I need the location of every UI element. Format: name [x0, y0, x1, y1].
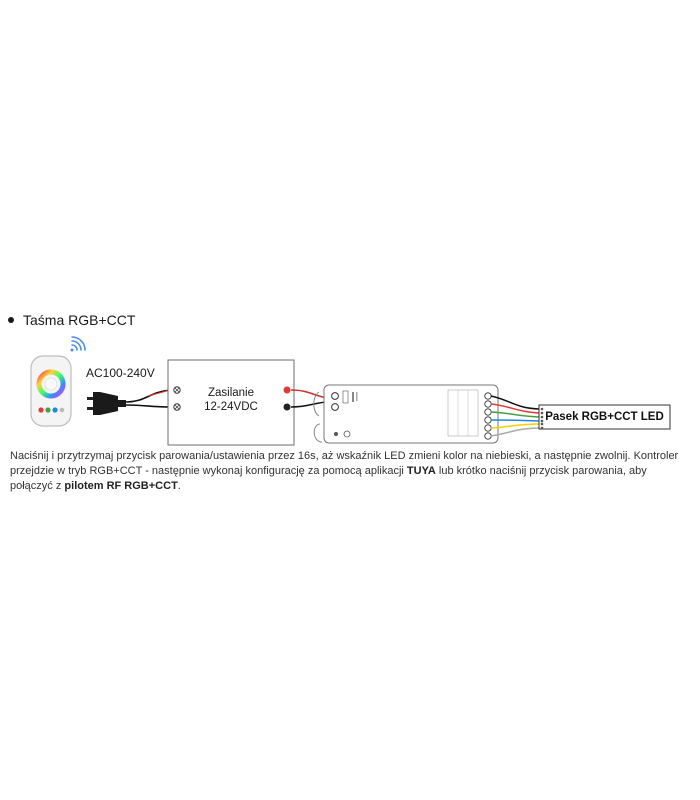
- instruction-text: Naciśnij i przytrzymaj przycisk parowani…: [10, 449, 692, 494]
- instruction-part-3: .: [177, 480, 181, 492]
- app-name: TUYA: [406, 465, 436, 477]
- ac-plug-icon: [87, 392, 126, 415]
- power-supply-box: [167, 359, 295, 446]
- led-controller: [313, 384, 499, 444]
- power-supply-voltage: 12-24VDC: [204, 401, 258, 413]
- remote-name: pilotem RF RGB+CCT: [64, 480, 178, 492]
- instruction-part-2: lub krótko naciśnij przycisk parowania, …: [10, 465, 647, 492]
- section-heading: Taśma RGB+CCT: [8, 312, 135, 328]
- output-wires: [490, 395, 540, 437]
- rf-remote-icon: [30, 355, 72, 427]
- instruction-part-1: Naciśnij i przytrzymaj przycisk parowani…: [10, 450, 679, 477]
- power-supply-name: Zasilanie: [207, 387, 255, 399]
- led-strip: [538, 404, 671, 430]
- ac-voltage-label: AC100-240V: [86, 366, 155, 380]
- wiring-diagram: [30, 336, 671, 446]
- led-strip-label: Pasek RGB+CCT LED: [545, 411, 664, 423]
- bullet-icon: [8, 317, 14, 323]
- section-title: Taśma RGB+CCT: [23, 312, 136, 328]
- wireless-signal-icon: [70, 336, 86, 352]
- power-supply-label: Zasilanie 12-24VDC: [168, 386, 294, 414]
